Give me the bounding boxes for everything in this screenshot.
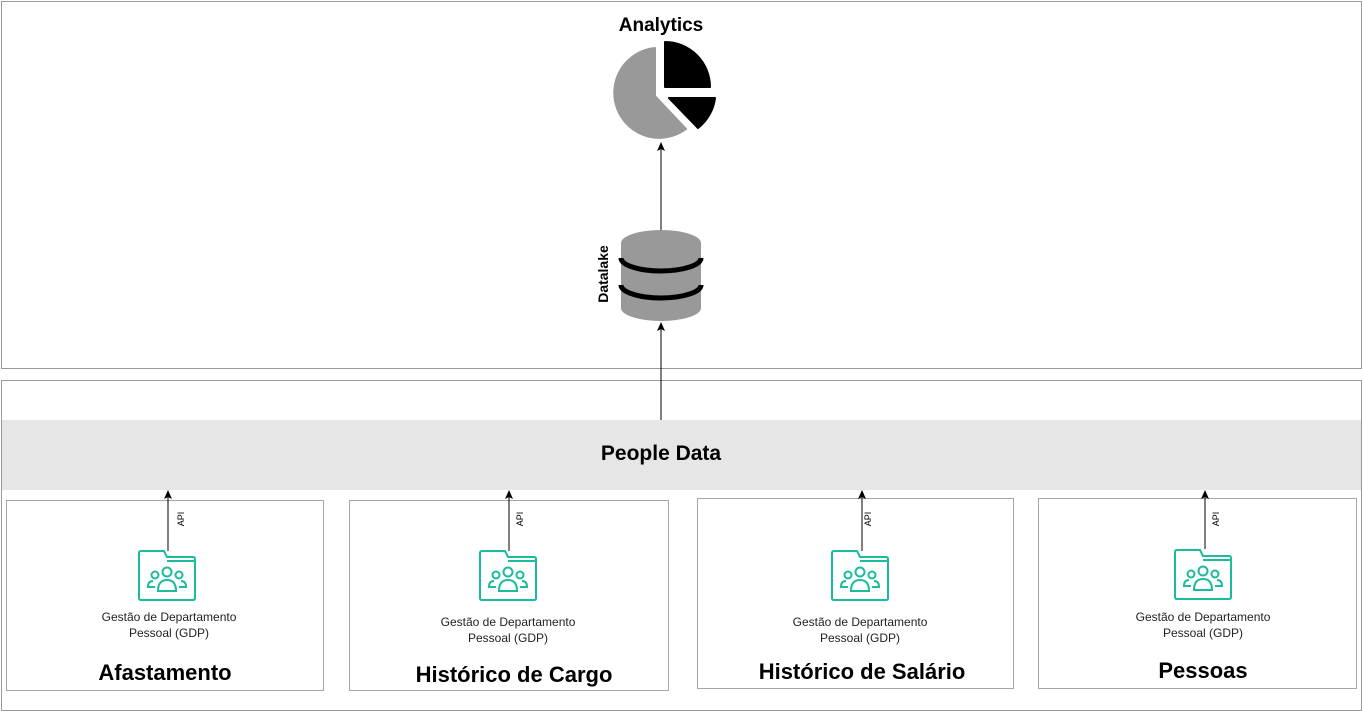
- analytics-title: Analytics: [618, 15, 704, 36]
- pie-slice-bottom: [668, 97, 716, 129]
- system-name-label: Gestão de Departamento Pessoal (GDP): [408, 614, 608, 646]
- system-card-pessoas[interactable]: [1038, 498, 1357, 689]
- card-title: Afastamento: [98, 660, 232, 685]
- people-data-label: People Data: [600, 442, 722, 465]
- card-title: Histórico de Cargo: [415, 662, 613, 687]
- system-name-label: Gestão de Departamento Pessoal (GDP): [69, 609, 269, 641]
- folder-users-icon[interactable]: [138, 550, 196, 601]
- system-name-line2: Pessoal (GDP): [1162, 626, 1244, 640]
- pie-slice-top: [664, 41, 711, 88]
- system-name-line1: Gestão de Departamento: [101, 610, 237, 624]
- system-name-line2: Pessoal (GDP): [819, 631, 901, 645]
- card-title: Histórico de Salário: [758, 659, 966, 684]
- folder-users-icon[interactable]: [479, 550, 537, 601]
- folder-users-icon[interactable]: [1174, 549, 1232, 600]
- api-label: API: [1211, 511, 1221, 527]
- system-name-line1: Gestão de Departamento: [792, 615, 928, 629]
- system-card-historico-salario[interactable]: [697, 498, 1014, 689]
- folder-users-icon[interactable]: [831, 550, 889, 601]
- system-name-label: Gestão de Departamento Pessoal (GDP): [760, 614, 960, 646]
- card-title: Pessoas: [1158, 658, 1248, 683]
- pie-slice-large: [613, 47, 687, 139]
- system-name-line2: Pessoal (GDP): [128, 626, 210, 640]
- people-data-band[interactable]: [2, 420, 1361, 490]
- system-name-line2: Pessoal (GDP): [467, 631, 549, 645]
- system-name-line1: Gestão de Departamento: [440, 615, 576, 629]
- system-name-line1: Gestão de Departamento: [1135, 610, 1271, 624]
- system-card-afastamento[interactable]: [6, 500, 324, 691]
- system-name-label: Gestão de Departamento Pessoal (GDP): [1103, 609, 1303, 641]
